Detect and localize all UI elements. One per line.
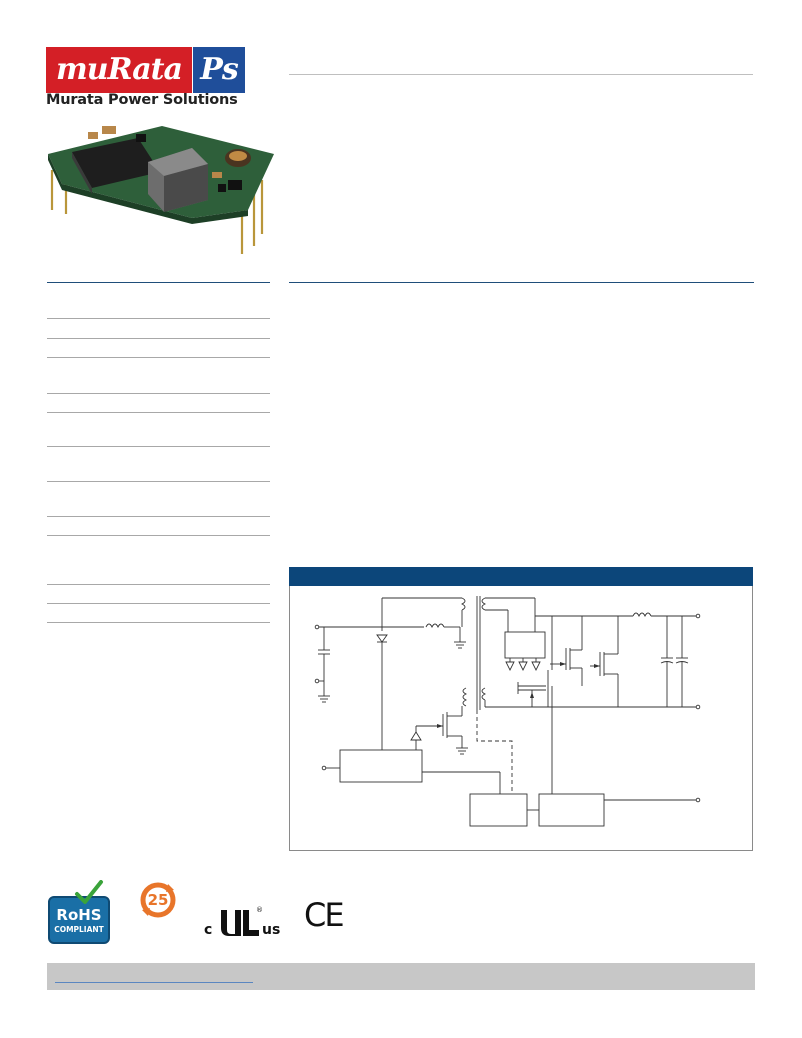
- rohs-compliant-badge: RoHS COMPLIANT: [48, 896, 110, 944]
- footer-link-underline[interactable]: [55, 982, 253, 983]
- isolation-barrier: [476, 710, 513, 794]
- primary-gate-arrow: [437, 724, 443, 728]
- sync-rectifier-controller: [504, 631, 546, 659]
- list-divider: [47, 446, 270, 447]
- error-amplifier-block: [538, 793, 605, 827]
- output-capacitor-2: [675, 661, 689, 664]
- list-divider: [47, 481, 270, 482]
- list-divider: [47, 412, 270, 413]
- ul-canada-letter: c: [204, 922, 213, 938]
- murata-logo: muRata: [46, 47, 192, 93]
- output-terminal-neg: [695, 704, 701, 710]
- trim-terminal: [695, 797, 701, 803]
- logo-wordmark: muRata: [56, 52, 183, 87]
- list-divider: [47, 603, 270, 604]
- list-divider: [47, 622, 270, 623]
- rohs-sublabel: COMPLIANT: [54, 925, 104, 934]
- transformer-secondary-top: [481, 597, 487, 611]
- title-divider: [289, 74, 753, 75]
- transformer-primary-bottom: [462, 687, 468, 707]
- input-terminal-pos: [314, 624, 320, 630]
- gate-driver: [410, 731, 422, 741]
- years-number: 25: [147, 891, 169, 909]
- sense-arrow: [530, 692, 534, 698]
- ul-logo-icon: [221, 910, 259, 936]
- sync-gate-arrow-2: [594, 664, 600, 668]
- transformer-primary-top: [460, 597, 466, 611]
- block-diagram-schematic: [314, 596, 701, 827]
- product-photo: [48, 126, 274, 254]
- right-column-rule: [289, 282, 754, 283]
- sr-driver-2: [518, 661, 528, 672]
- rohs-checkmark-icon: [75, 880, 103, 904]
- isolation-block: [469, 793, 528, 827]
- output-terminal-pos: [695, 613, 701, 619]
- eco-25-years-badge: 25: [138, 880, 178, 920]
- rohs-label: RoHS: [56, 906, 102, 924]
- badge-text: Ps: [200, 52, 238, 87]
- sr-driver-1: [505, 661, 515, 672]
- power-solutions-badge: Ps: [193, 47, 245, 93]
- sync-gate-arrow-1: [560, 662, 566, 666]
- output-capacitor-1: [660, 661, 674, 664]
- block-diagram-header: [289, 567, 753, 586]
- left-column-rule: [47, 282, 270, 283]
- input-inductor: [425, 623, 445, 629]
- list-divider: [47, 535, 270, 536]
- transformer-secondary-bottom: [481, 687, 487, 701]
- ul-recognized-mark: c ® us: [204, 906, 284, 940]
- remote-onoff-terminal: [321, 765, 327, 771]
- footer-bar: [47, 963, 755, 990]
- ul-us-label: us: [262, 922, 281, 938]
- sr-driver-3: [531, 661, 541, 672]
- input-diode: [376, 634, 388, 643]
- list-divider: [47, 393, 270, 394]
- list-divider: [47, 584, 270, 585]
- ul-registered-mark: ®: [256, 906, 263, 914]
- pwm-controller-block: [339, 749, 423, 783]
- list-divider: [47, 318, 270, 319]
- ce-mark: CE: [304, 896, 345, 934]
- company-tagline: Murata Power Solutions: [46, 92, 238, 108]
- input-terminal-neg: [314, 678, 320, 684]
- output-inductor: [632, 612, 652, 618]
- list-divider: [47, 516, 270, 517]
- list-divider: [47, 357, 270, 358]
- recycle-ring-icon: [140, 882, 176, 918]
- list-divider: [47, 338, 270, 339]
